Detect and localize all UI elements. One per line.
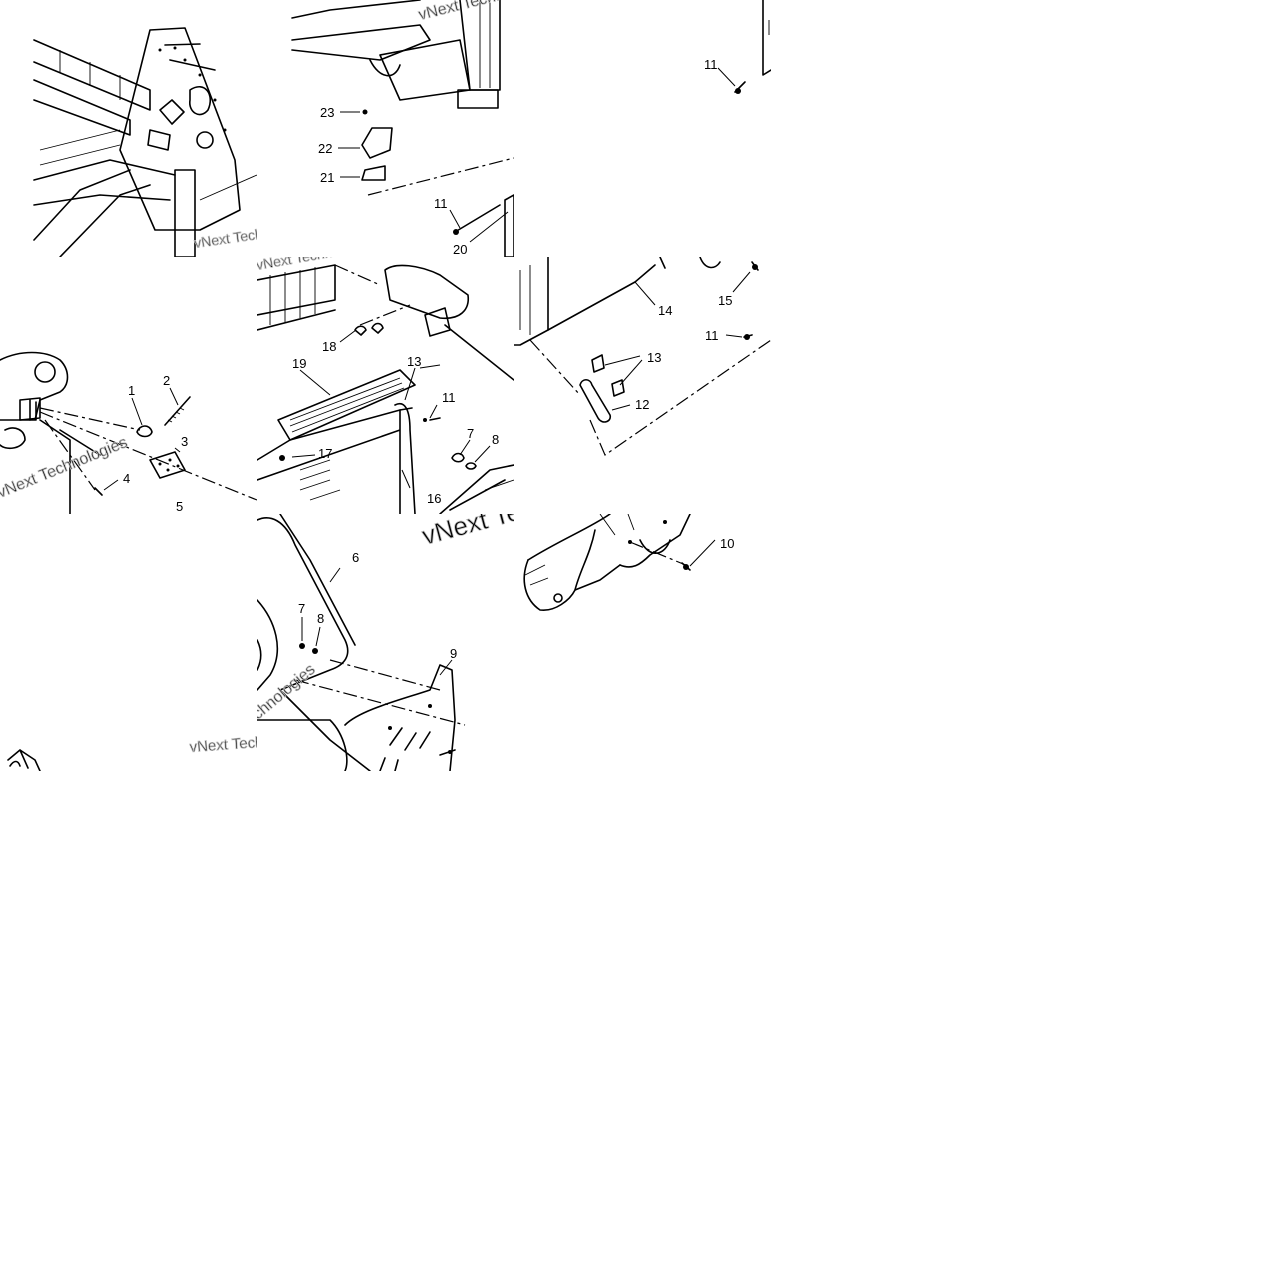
frame-steering-post-view: vNext Technologies [33,27,315,257]
callout-13-right: 13 [647,350,661,365]
bumper-skid-plate-view: vNext Technologies vNext Technologies [257,464,644,771]
callout-10: 10 [720,536,734,551]
callout-16: 16 [427,491,441,506]
callout-15: 15 [718,293,732,308]
shroud-hinge-view [514,257,771,456]
watermark: vNext Technologies [193,218,315,251]
callout-2: 2 [163,373,170,388]
callout-18: 18 [322,339,336,354]
callout-11-right: 11 [705,328,719,343]
callout-14: 14 [658,303,672,318]
callout-1: 1 [128,383,135,398]
callout-11-center: 11 [442,390,456,405]
watermark: vNext Technologies [189,730,320,756]
callout-22: 22 [318,141,332,156]
callout-7-lower: 7 [298,601,305,616]
plate-bracket-view: vNext Technologies [291,0,555,257]
callout-11-top: 11 [434,196,448,211]
watermark: vNext Technologies [417,0,555,24]
watermark: vNext Technologies [255,236,377,273]
callout-8-lower: 8 [317,611,324,626]
callout-13-center: 13 [407,354,421,369]
callout-4: 4 [123,471,130,486]
callout-8-upper: 8 [492,432,499,447]
callout-19: 19 [292,356,306,371]
watermark: vNext Technologies [0,434,130,502]
callout-12: 12 [635,397,649,412]
lower-shroud-view [523,514,716,611]
callout-9: 9 [450,646,457,661]
callout-labels: 1 2 3 4 5 6 7 8 7 8 9 10 11 11 11 11 12 … [123,57,734,661]
callout-21: 21 [320,170,334,185]
arm-fastener-view: vNext Technologies [0,351,257,514]
callout-7-upper: 7 [467,426,474,441]
callout-11-top-right: 11 [704,57,718,72]
watermark: vNext Technologies [419,464,644,551]
callout-5: 5 [176,499,183,514]
callout-17: 17 [318,446,332,461]
callout-6: 6 [352,550,359,565]
callout-3: 3 [181,434,188,449]
callout-20: 20 [453,242,467,257]
bottom-left-view: vNext Technologies [7,730,320,771]
callout-23: 23 [320,105,334,120]
console-cover-view: vNext Technologies [255,236,514,514]
panel-corner-view [717,0,771,94]
